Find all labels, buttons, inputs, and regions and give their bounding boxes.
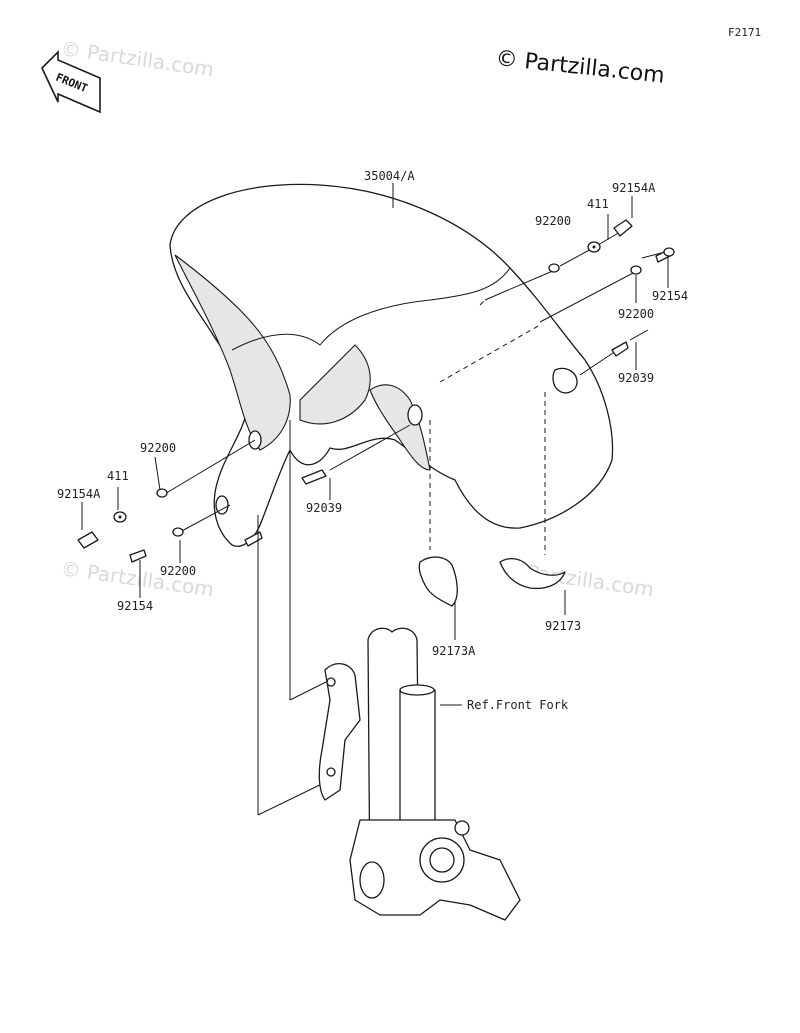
copyright-notice: © Partzilla.com	[494, 46, 665, 89]
label-92200-left-bottom: 92200	[160, 564, 196, 578]
label-92173a: 92173A	[432, 644, 476, 658]
label-92039-left: 92039	[306, 501, 342, 515]
watermark-left: © Partzilla.com	[59, 556, 215, 601]
label-92200-right-mid: 92200	[618, 307, 654, 321]
label-92200-right-top: 92200	[535, 214, 571, 228]
figure-code: F2171	[728, 26, 761, 39]
label-35004-a: 35004/A	[364, 169, 415, 183]
label-92173: 92173	[545, 619, 581, 633]
label-411-right: 411	[587, 197, 609, 211]
leader-lines	[81, 183, 669, 816]
label-92154a-left: 92154A	[57, 487, 101, 501]
front-direction-icon: FRONT	[41, 50, 101, 114]
label-92154-left: 92154	[117, 599, 153, 613]
label-92039-right: 92039	[618, 371, 654, 385]
front-fork-assembly	[318, 627, 521, 921]
label-ref-front-fork: Ref.Front Fork	[467, 698, 569, 712]
front-fender-shape	[169, 183, 614, 547]
brake-hose-brackets	[418, 556, 566, 607]
label-92154-right: 92154	[652, 289, 688, 303]
hardware-parts	[77, 219, 675, 563]
label-411-left: 411	[107, 469, 129, 483]
label-92200-left-top: 92200	[140, 441, 176, 455]
label-92154a-right: 92154A	[612, 181, 656, 195]
part-labels: 35004/A 92154A 411 92200 92154 92200 920…	[57, 169, 688, 712]
